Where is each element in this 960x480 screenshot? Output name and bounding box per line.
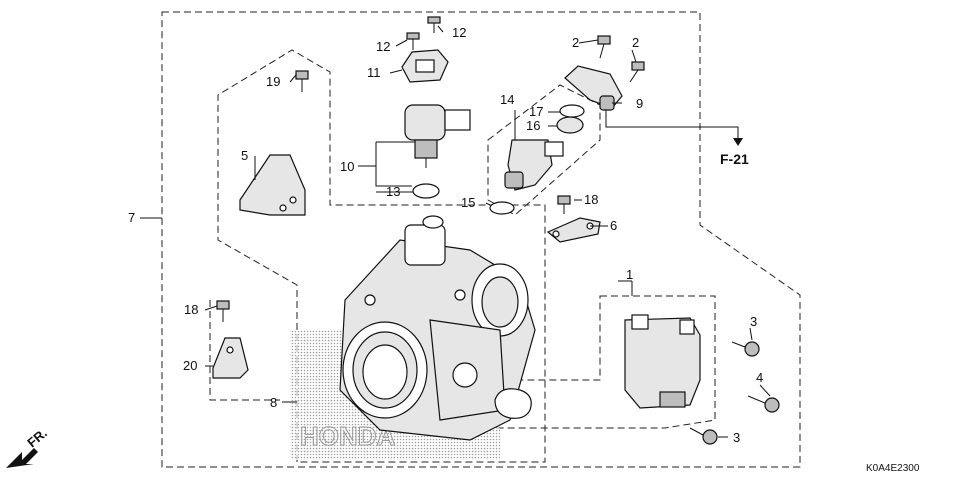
injector-group-boundary [487, 84, 601, 216]
callout-12a: 12 [376, 39, 390, 54]
sensor-unit-boundary [489, 295, 716, 429]
bolt-4 [747, 395, 780, 413]
callout-14: 14 [500, 92, 514, 107]
callout-18a: 18 [584, 192, 598, 207]
callout-4: 4 [756, 370, 763, 385]
seal-15 [489, 201, 515, 215]
bolt-19 [295, 70, 309, 92]
bolt-2b [629, 61, 645, 83]
bolt-2a [597, 35, 611, 59]
o-ring-13 [412, 183, 440, 199]
callout-5: 5 [241, 148, 248, 163]
callout-11: 11 [367, 65, 381, 80]
callout-16: 16 [526, 118, 540, 133]
callout-10: 10 [340, 159, 354, 174]
bolt-18a [557, 195, 571, 214]
callout-7: 7 [128, 210, 135, 225]
bolt-3a [731, 341, 760, 357]
callout-3b: 3 [733, 430, 740, 445]
callout-1: 1 [626, 267, 633, 282]
screw-12a [406, 32, 420, 50]
callout-20: 20 [183, 358, 197, 373]
bolt-3b [689, 427, 718, 445]
injector-14 [504, 139, 564, 191]
bracket-20 [212, 337, 249, 379]
callout-8: 8 [270, 395, 277, 410]
sensor-unit-1 [624, 314, 701, 409]
throttle-body [339, 215, 536, 441]
callout-19: 19 [266, 74, 280, 89]
catalog-code: K0A4E2300 [866, 463, 920, 474]
cable-bracket-5 [239, 154, 306, 216]
seal-16 [556, 116, 584, 134]
reference-label: F-21 [720, 151, 749, 167]
seal-17 [559, 104, 585, 118]
callout-17: 17 [529, 104, 543, 119]
leader-lines [140, 25, 771, 438]
callout-3a: 3 [750, 314, 757, 329]
assembly-boundary-7 [161, 11, 801, 468]
callout-9: 9 [636, 96, 643, 111]
bracket-boundary [209, 300, 280, 401]
throttle-body-boundary-8 [217, 49, 546, 463]
callout-12b: 12 [452, 25, 466, 40]
callout-2a: 2 [572, 35, 579, 50]
plate-11 [401, 49, 449, 83]
callout-15: 15 [461, 195, 475, 210]
front-direction-arrow: FR. [6, 425, 50, 468]
callout-2b: 2 [632, 35, 639, 50]
bolt-18b [216, 300, 230, 322]
connector-9 [564, 65, 623, 111]
callout-18b: 18 [184, 302, 198, 317]
callout-13: 13 [386, 184, 400, 199]
callout-6: 6 [610, 218, 617, 233]
screw-12b [427, 16, 441, 33]
gasket [494, 388, 532, 419]
sensor-10 [404, 104, 471, 168]
front-marker-label: FR. [24, 425, 50, 450]
plate-6 [546, 217, 601, 243]
